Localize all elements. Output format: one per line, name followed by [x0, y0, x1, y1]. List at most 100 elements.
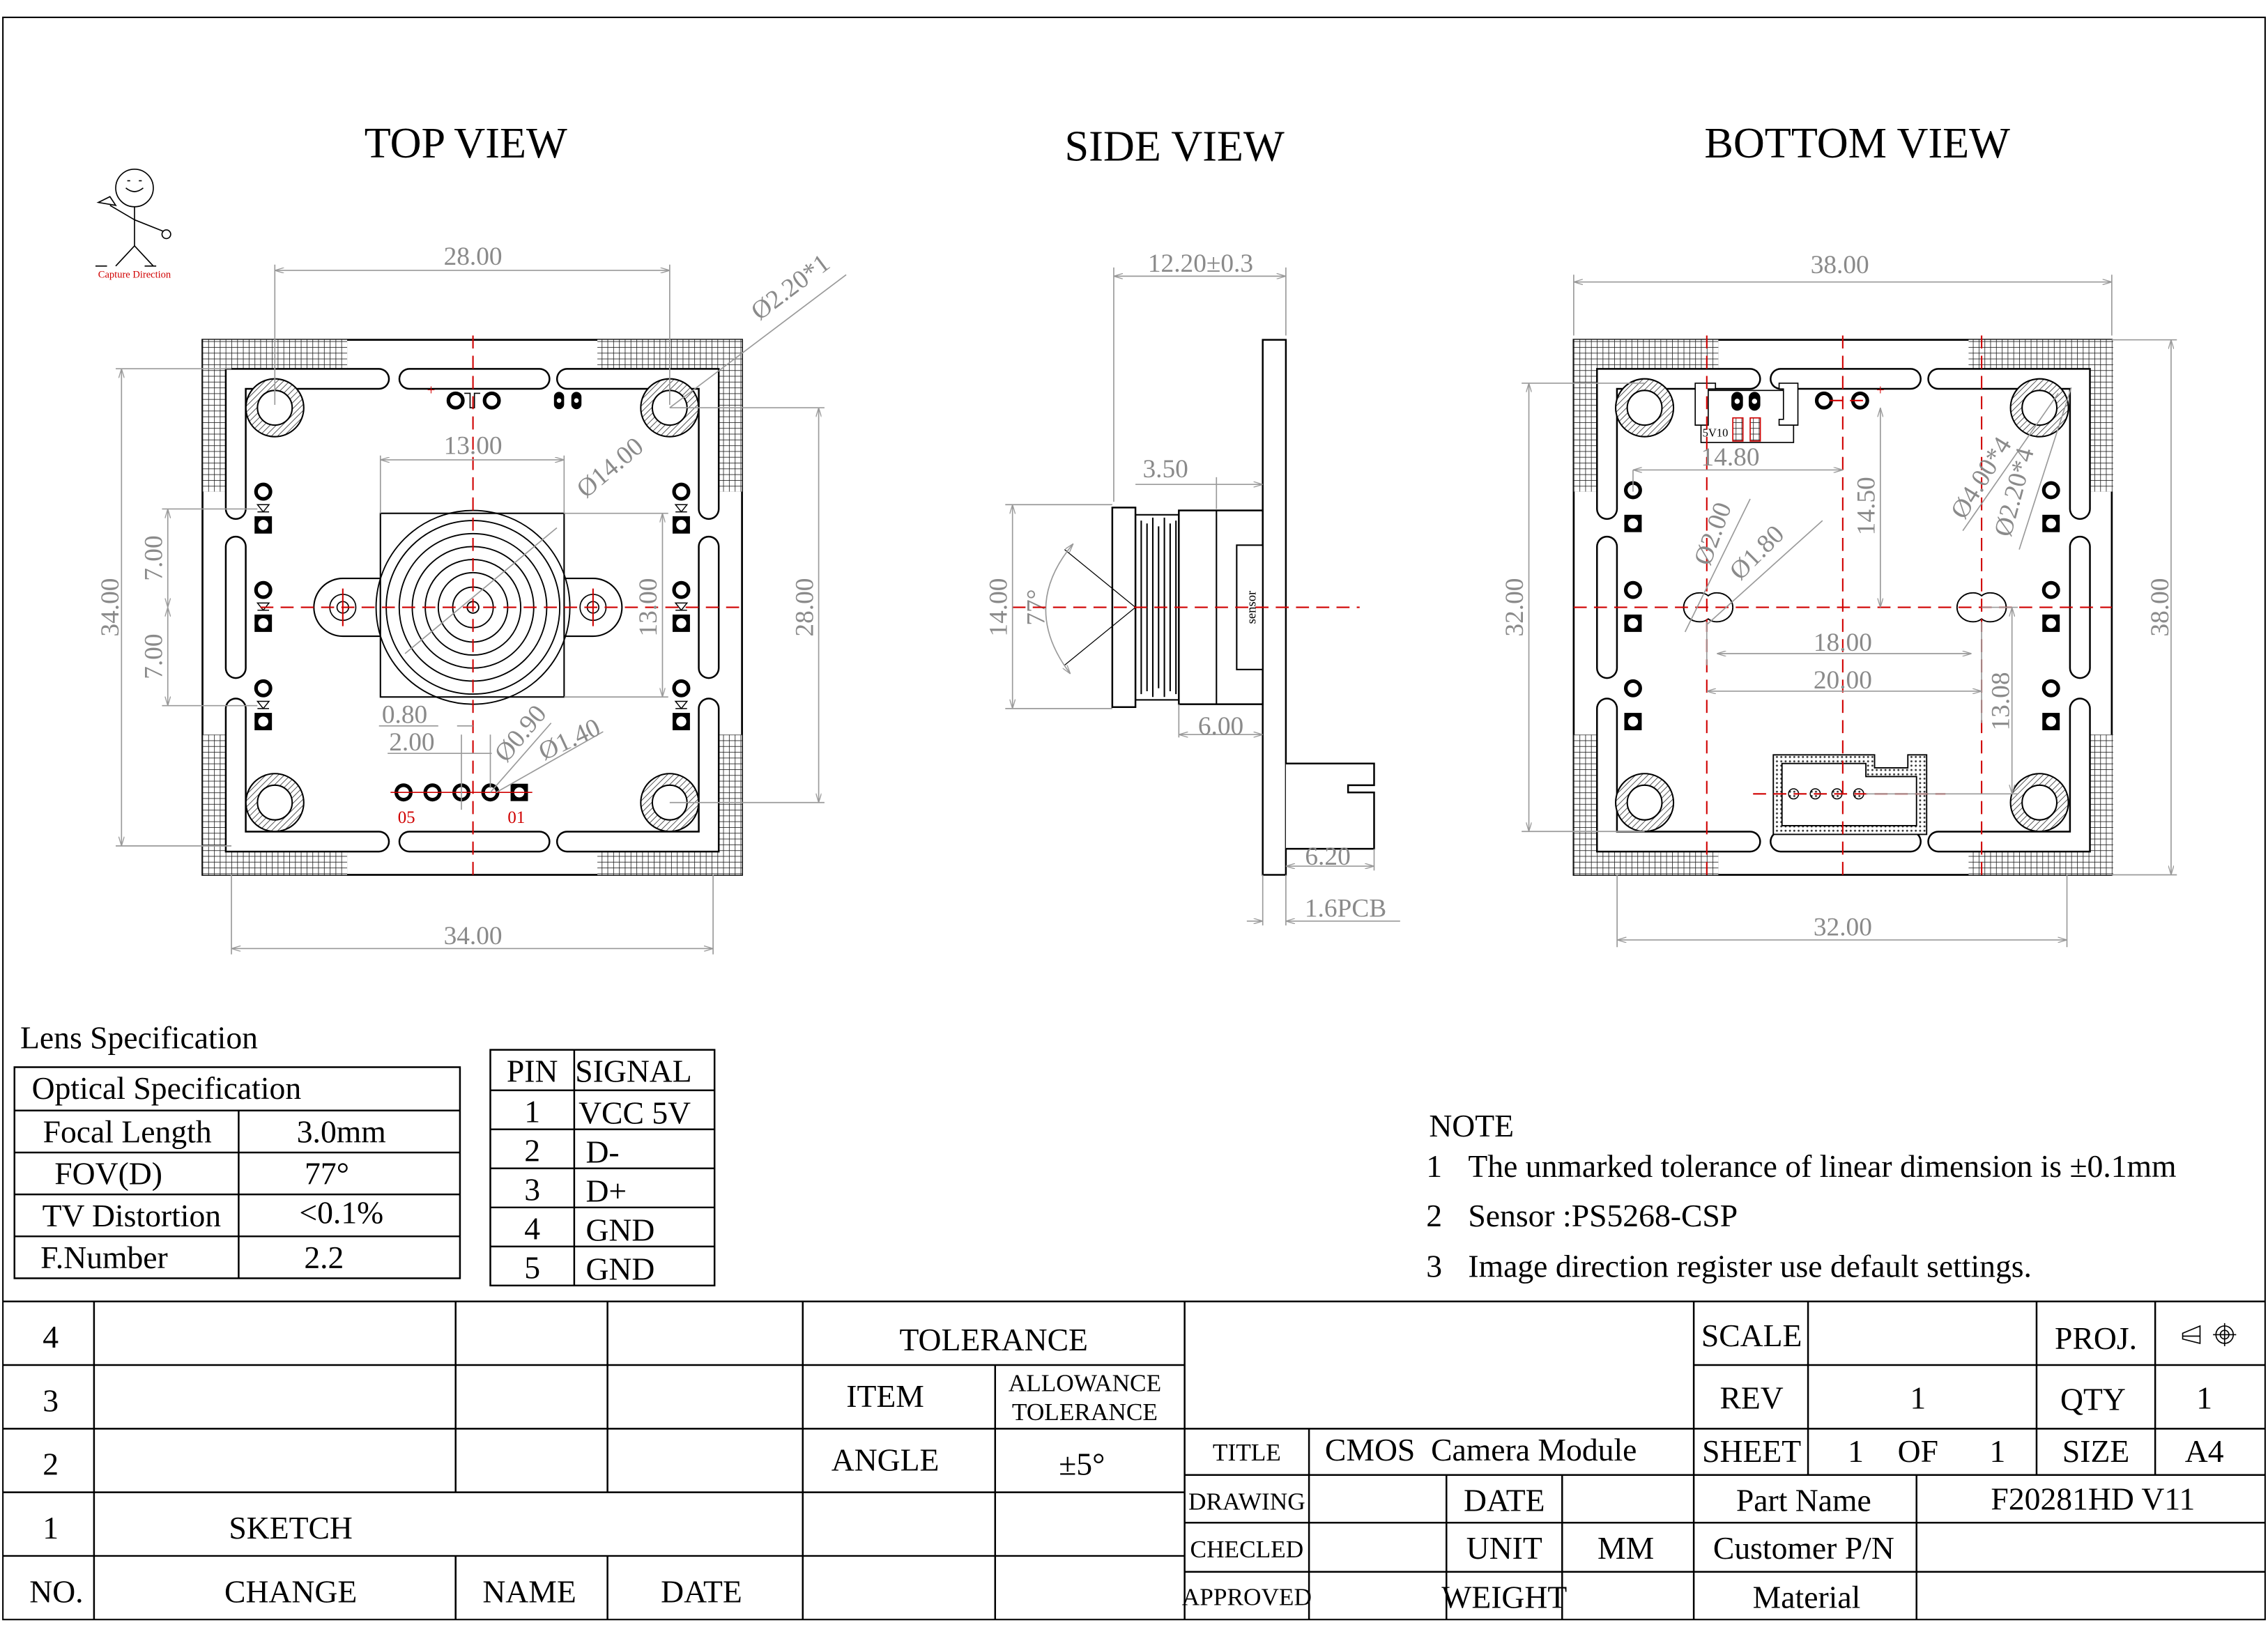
- usb-connector-footprint: 5V10: [1694, 383, 1799, 443]
- revision-block-headers-name: NAME: [482, 1573, 576, 1609]
- notes-items-0-text: The unmarked tolerance of linear dimensi…: [1468, 1148, 2176, 1184]
- pin-label-05: 05: [398, 808, 415, 827]
- top-view: + 05 01: [96, 242, 847, 955]
- pin-table-rows-0-pin: 1: [524, 1093, 540, 1129]
- bottom-view-dim-left: 32.00: [1501, 578, 1529, 637]
- pin-table-rows-2-pin: 3: [524, 1171, 540, 1207]
- pin-table-rows-3-signal: GND: [585, 1212, 654, 1248]
- pin-table-rows-2-signal: D+: [585, 1173, 627, 1209]
- title-block-part-name-label: Part Name: [1736, 1483, 1871, 1518]
- revision-block-row-numbers-0: 4: [43, 1319, 59, 1355]
- top-view-dim-bottom: 34.00: [444, 922, 503, 950]
- bottom-view: 5V10 + 38.00 14.80 14.50 Ø2.0: [1501, 251, 2177, 948]
- lens-spec-rows-0-value: 3.0mm: [297, 1113, 386, 1149]
- title-block-qty-label: QTY: [2060, 1381, 2126, 1417]
- title-block-weight-label: WEIGHT: [1441, 1580, 1567, 1615]
- title-block-title-label: TITLE: [1213, 1439, 1281, 1466]
- lens-spec-rows-2-label: TV Distortion: [43, 1198, 222, 1233]
- title-block-sheet-total: 1: [1990, 1433, 2006, 1469]
- sheet-border: [2, 16, 2266, 1621]
- bottom-view-dim-bottom: 32.00: [1814, 914, 1872, 942]
- notes-title: NOTE: [1429, 1108, 1514, 1143]
- bottom-view-dim-top: 38.00: [1811, 251, 1869, 279]
- plus-mark: +: [427, 383, 436, 399]
- diode-symbols: [256, 504, 689, 710]
- bottom-view-dim-conn-offset: 14.80: [1701, 443, 1760, 472]
- lens-specification-table: Lens Specification Optical Specification…: [13, 1020, 461, 1279]
- side-view-dim-length: 12.20±0.3: [1148, 249, 1253, 278]
- pin-table-rows-4-signal: GND: [585, 1251, 654, 1287]
- capture-direction-caption: Capture Direction: [98, 269, 171, 280]
- bottom-view-dim-vertical-offset: 14.50: [1853, 477, 1881, 535]
- title-block-title-value: CMOS Camera Module: [1325, 1432, 1637, 1467]
- title-block-rev-label: REV: [1719, 1380, 1783, 1415]
- top-view-dim-pitch-lower: 7.00: [139, 633, 168, 679]
- connector-label-5v10: 5V10: [1703, 426, 1729, 440]
- tolerance-allowance-header-2: TOLERANCE: [1012, 1398, 1158, 1426]
- top-view-dim-pitch-upper: 7.00: [139, 535, 168, 580]
- lens-spec-header: Optical Specification: [32, 1070, 302, 1106]
- tolerance-item-header: ITEM: [846, 1378, 924, 1414]
- pin-table: PIN SIGNAL 1 VCC 5V 2 D- 3 D+ 4 GND 5 GN…: [489, 1049, 716, 1287]
- title-block-unit-label: UNIT: [1466, 1530, 1542, 1566]
- lens-spec-rows-1-value: 77°: [305, 1156, 349, 1192]
- title-block-approved-label: APPROVED: [1182, 1583, 1312, 1610]
- side-view-dim-pcb: 1.6PCB: [1305, 895, 1386, 923]
- side-view-title: SIDE VIEW: [1064, 123, 1284, 170]
- top-view-dim-lens-width: 13.00: [444, 432, 503, 461]
- title-block-size-value: A4: [2185, 1433, 2224, 1469]
- side-view-dim-connector: 6.20: [1305, 842, 1350, 871]
- tolerance-allowance-header-1: ALLOWANCE: [1009, 1369, 1161, 1396]
- side-view-dim-base: 6.00: [1198, 712, 1243, 741]
- pin-table-rows-1-pin: 2: [524, 1132, 540, 1168]
- side-view: sensor 77° 12.20±0.3 3.50 14.00 6.00 6.2…: [984, 249, 1400, 926]
- title-block-sheet-value: 1: [1848, 1433, 1864, 1469]
- notes-items-0-num: 1: [1426, 1148, 1442, 1184]
- bottom-view-plus-mark: +: [1876, 383, 1885, 399]
- title-block-checked-label: CHECLED: [1190, 1536, 1304, 1563]
- pin-table-headers-1: SIGNAL: [575, 1053, 691, 1088]
- title-block-unit-value: MM: [1597, 1530, 1654, 1566]
- top-view-dim-top: 28.00: [444, 242, 503, 271]
- title-block-size-label: SIZE: [2062, 1433, 2129, 1469]
- pin-table-rows-0-signal: VCC 5V: [579, 1095, 691, 1130]
- pin-label-01: 01: [507, 808, 525, 827]
- side-view-dim-height: 14.00: [984, 578, 1013, 637]
- notes-items-1-num: 2: [1426, 1198, 1442, 1233]
- top-view-dim-left: 34.00: [96, 578, 125, 637]
- title-block-drawing-label: DRAWING: [1188, 1488, 1305, 1516]
- revision-block-row-numbers-3: 1: [43, 1510, 59, 1546]
- tolerance-item: ANGLE: [832, 1442, 940, 1478]
- top-view-dim-pad-gap: 0.80: [382, 701, 427, 730]
- bottom-view-dim-right: 38.00: [2146, 578, 2175, 637]
- lens-spec-rows-3-value: 2.2: [304, 1240, 344, 1275]
- pin-table-rows-4-pin: 5: [524, 1249, 540, 1285]
- title-block-material-label: Material: [1753, 1580, 1861, 1615]
- lens-spec-rows-3-label: F.Number: [40, 1240, 168, 1275]
- bottom-view-dimensions: 38.00 14.80 14.50 Ø2.00 18.00 Ø1.80 20.0…: [1501, 251, 2177, 948]
- top-view-dim-hole: Ø2.20*1: [746, 249, 835, 326]
- bottom-view-title: BOTTOM VIEW: [1704, 120, 2010, 167]
- revision-block-headers-change: CHANGE: [224, 1573, 357, 1609]
- title-block-scale-label: SCALE: [1701, 1318, 1802, 1353]
- top-view-title: TOP VIEW: [365, 120, 567, 167]
- lens-spec-rows-2-value: <0.1%: [299, 1195, 383, 1231]
- capture-direction-logo: Capture Direction: [95, 168, 171, 280]
- lens-spec-title: Lens Specification: [20, 1020, 258, 1056]
- title-block-part-name-value: F20281HD V11: [1991, 1481, 2195, 1517]
- side-view-dimensions: 12.20±0.3 3.50 14.00 6.00 6.20 1.6PCB: [984, 249, 1400, 926]
- revision-block-headers-date: DATE: [661, 1573, 742, 1609]
- bottom-view-dim-lower-offset: 13.08: [1987, 672, 2016, 730]
- pin-table-rows-3-pin: 4: [524, 1210, 540, 1246]
- notes-items-2-text: Image direction register use default set…: [1468, 1248, 2032, 1284]
- title-block-qty-value: 1: [2196, 1380, 2212, 1415]
- top-view-dim-lens-height: 13.00: [634, 578, 663, 637]
- lens-spec-rows-1-label: FOV(D): [54, 1156, 162, 1192]
- title-block-proj-label: PROJ.: [2055, 1320, 2137, 1356]
- notes-items-2-num: 3: [1426, 1248, 1442, 1284]
- pin-table-headers-0: PIN: [507, 1053, 558, 1088]
- side-view-dim-holder: 3.50: [1142, 455, 1188, 484]
- revision-block-sketch: SKETCH: [229, 1510, 353, 1546]
- title-block-sheet-label: SHEET: [1702, 1433, 1801, 1469]
